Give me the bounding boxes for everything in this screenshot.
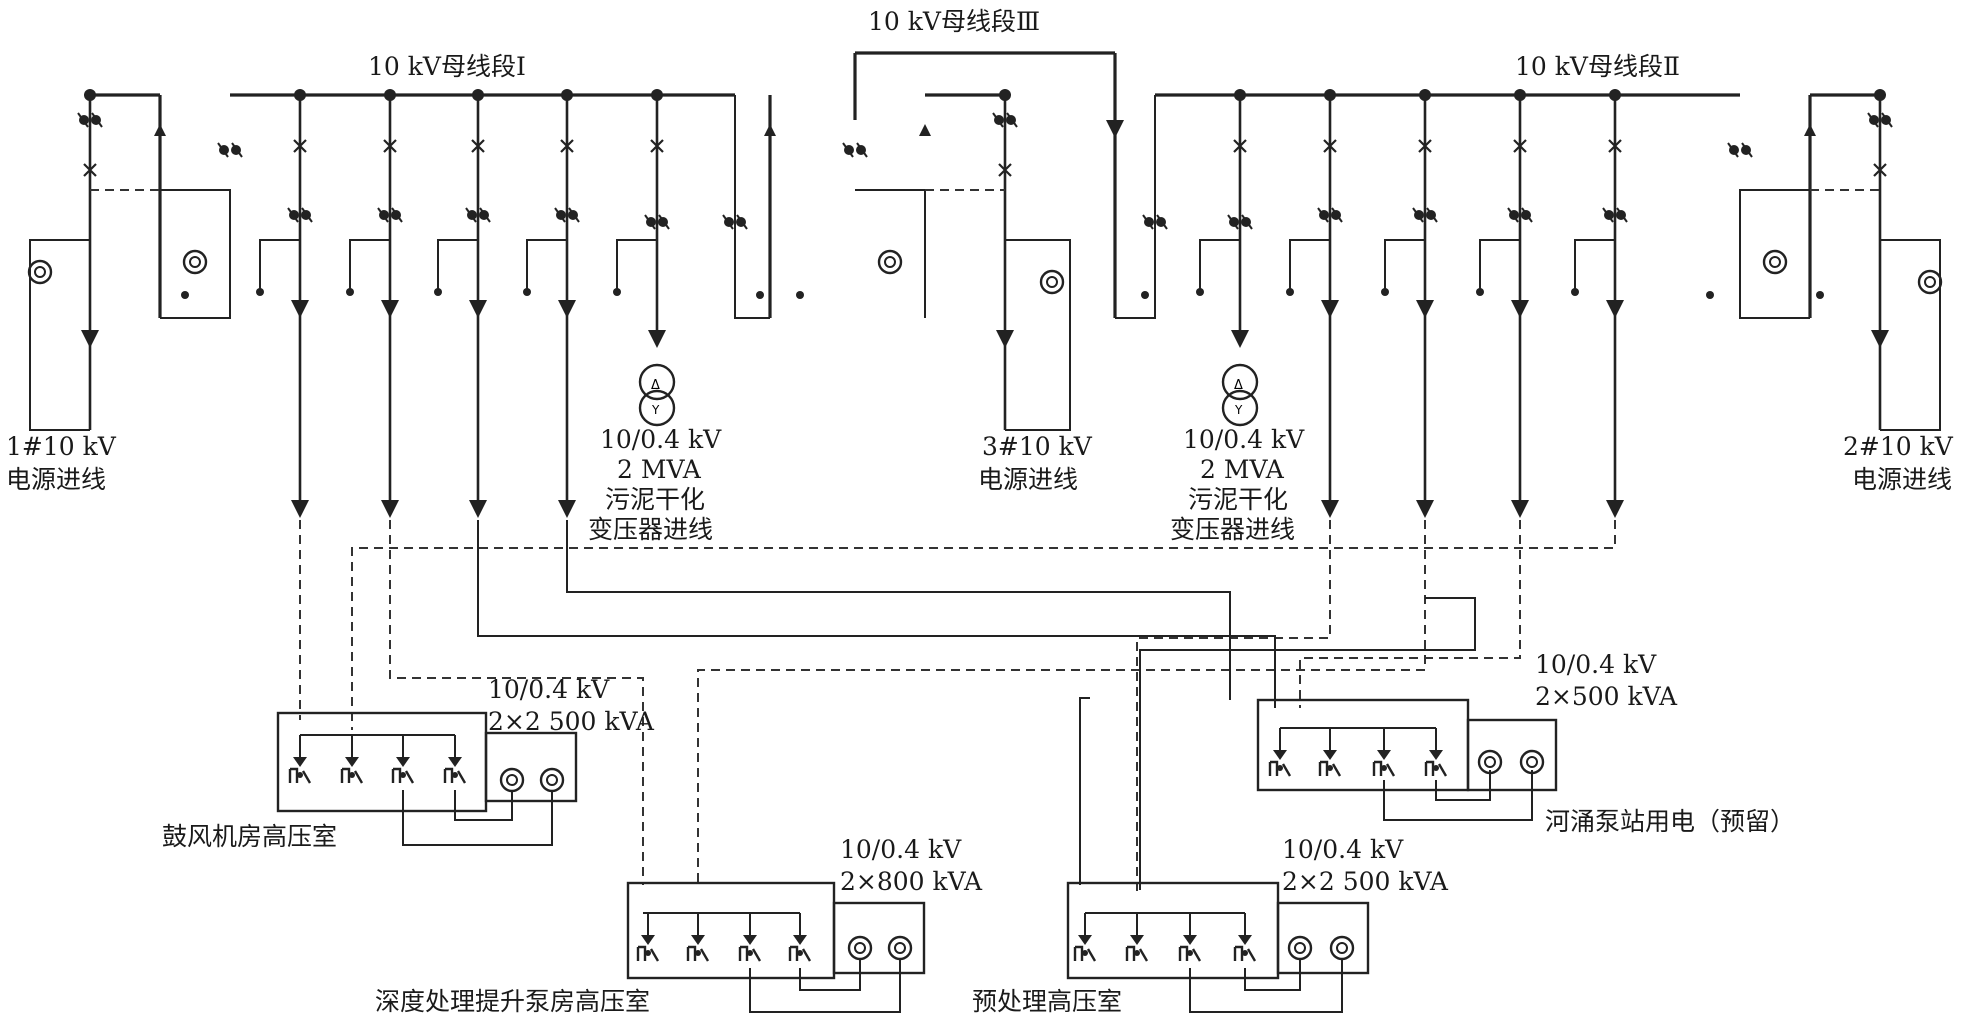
wye-symbol: Y (1234, 403, 1243, 417)
incomer-3-label-a: 3#10 kV (982, 432, 1093, 461)
room-deep-treatment-rating-a: 10/0.4 kV (840, 835, 962, 864)
room-deep-treatment-rating-b: 2×800 kVA (840, 867, 983, 896)
sludge-tx-2-rating: 10/0.4 kV (1183, 425, 1305, 454)
hv-room-river-pump (1256, 698, 1558, 821)
bus-section-2 (1155, 93, 1880, 318)
sludge-tx-1-rating: 10/0.4 kV (600, 425, 722, 454)
bus-section-3-label: 10 kV母线段Ⅲ (868, 7, 1040, 36)
feeder-output-arrows (291, 500, 1624, 518)
sludge-tx-2-capacity: 2 MVA (1200, 455, 1285, 484)
labels: 10 kV母线段Ⅰ 10 kV母线段Ⅲ 10 kV母线段Ⅱ 1#10 kV 电源… (6, 7, 1954, 1016)
sludge-tx-2-purpose: 污泥干化 (1188, 485, 1288, 514)
wye-symbol: Y (651, 403, 660, 417)
room-pretreatment-name: 预处理高压室 (972, 987, 1122, 1016)
room-river-pump-rating-a: 10/0.4 kV (1535, 650, 1657, 679)
incomer-1-label-a: 1#10 kV (6, 432, 117, 461)
room-river-pump-name: 河涌泵站用电（预留） (1545, 807, 1795, 836)
sludge-tx-1-purpose: 污泥干化 (605, 485, 705, 514)
room-deep-treatment-name: 深度处理提升泵房高压室 (375, 987, 650, 1016)
hv-room-pretreatment (1066, 881, 1370, 1013)
switch-symbols (27, 112, 1943, 348)
sludge-tx-1-capacity: 2 MVA (617, 455, 702, 484)
sludge-transformer-1: Δ Y (638, 363, 676, 427)
room-blower-rating-b: 2×2 500 kVA (488, 707, 655, 736)
sludge-tx-1-type: 变压器进线 (588, 515, 713, 544)
room-river-pump-rating-b: 2×500 kVA (1535, 682, 1678, 711)
bus-section-1-label: 10 kV母线段Ⅰ (368, 52, 526, 81)
incomer-2-label-b: 电源进线 (1852, 465, 1952, 494)
sludge-tx-2-type: 变压器进线 (1170, 515, 1295, 544)
feeder-columns (29, 95, 1941, 500)
room-pretreatment-rating-a: 10/0.4 kV (1282, 835, 1404, 864)
incomer-3-label-b: 电源进线 (978, 465, 1078, 494)
sludge-transformer-2: Δ Y (1221, 363, 1259, 427)
incomer-1-label-b: 电源进线 (6, 465, 106, 494)
room-blower-name: 鼓风机房高压室 (162, 822, 337, 851)
bus-section-2-label: 10 kV母线段Ⅱ (1515, 52, 1680, 81)
room-blower-rating-a: 10/0.4 kV (488, 675, 610, 704)
room-pretreatment-rating-b: 2×2 500 kVA (1282, 867, 1449, 896)
hv-room-blower (276, 711, 578, 846)
delta-symbol: Δ (651, 378, 660, 393)
bus-section-1 (90, 93, 735, 318)
feeder-cables (299, 520, 1616, 892)
delta-symbol: Δ (1234, 378, 1243, 393)
hv-room-deep-treatment (626, 881, 926, 1013)
incomer-2-label-a: 2#10 kV (1843, 432, 1954, 461)
